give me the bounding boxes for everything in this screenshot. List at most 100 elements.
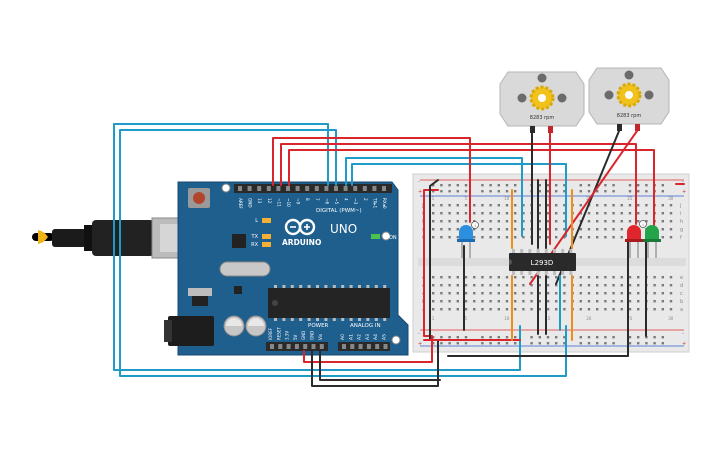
model-label: UNO <box>330 222 357 236</box>
wire-blue-3 <box>345 157 523 237</box>
bb-row-letter: c <box>680 291 683 297</box>
analog-pin[interactable] <box>366 344 371 349</box>
analog-pin[interactable] <box>383 344 388 349</box>
analog-pin[interactable] <box>375 344 380 349</box>
bb-col-number: 25 <box>627 316 633 321</box>
power-pin[interactable] <box>303 344 308 349</box>
led-blue[interactable]: i <box>457 221 479 259</box>
power-pin-label: 3.3V <box>285 331 290 340</box>
bb-col-number: 15 <box>545 196 551 201</box>
power-pin[interactable] <box>278 344 283 349</box>
digital-pin-label: GND <box>248 198 253 208</box>
bb-col-number: 10 <box>504 196 510 201</box>
bb-row-letter: e <box>680 275 683 281</box>
bb-row-letter: h <box>680 219 683 225</box>
bb-row-letter: g <box>680 227 683 233</box>
digital-pin[interactable] <box>305 186 310 191</box>
power-label: POWER <box>308 323 329 329</box>
bb-col-number: 20 <box>586 316 592 321</box>
analog-pin-label: A0 <box>340 334 346 340</box>
digital-pin-label: 13 <box>257 198 262 204</box>
analog-label: ANALOG IN <box>350 323 381 329</box>
wire-blue-2 <box>119 129 567 377</box>
power-pin[interactable] <box>319 344 324 349</box>
analog-pin-label: A3 <box>365 334 371 340</box>
digital-pin-label: ~6 <box>324 198 329 205</box>
motor-1-rpm: 8283 rpm <box>530 115 555 121</box>
digital-pin[interactable] <box>266 186 271 191</box>
bb-col-number: 5 <box>465 196 468 201</box>
power-pin-label: IOREF <box>268 327 273 340</box>
digital-pin-label: ~3 <box>353 198 358 205</box>
digital-pin[interactable] <box>238 186 242 191</box>
digital-pin-label: TX▸1 <box>372 197 377 209</box>
bb-col-number: 15 <box>545 316 551 321</box>
crystal <box>219 261 271 277</box>
digital-pin[interactable] <box>314 186 319 191</box>
rail-symbol: - <box>418 179 420 185</box>
usb-chip <box>232 234 246 248</box>
bb-row-letter: b <box>680 299 683 305</box>
l293d-ic[interactable]: L293D <box>509 249 576 275</box>
analog-pin[interactable] <box>350 344 355 349</box>
bb-row-letter: j <box>421 203 423 209</box>
wire-blue-4 <box>351 163 567 237</box>
bb-col-number: 30 <box>668 316 674 321</box>
digital-pin[interactable] <box>276 186 281 191</box>
led-red[interactable]: i <box>625 220 647 259</box>
digital-pin-label: 12 <box>267 198 272 204</box>
digital-pin[interactable] <box>353 186 358 191</box>
tx-led <box>262 234 271 239</box>
analog-pin-label: A5 <box>382 334 388 340</box>
digital-pin-label: 4 <box>344 198 349 201</box>
bb-row-letter: i <box>680 211 681 217</box>
analog-header[interactable] <box>338 342 390 351</box>
wire-rail-black-right <box>447 237 629 357</box>
digital-pin-label: 7 <box>315 198 320 201</box>
bb-row-letter: i <box>422 211 423 217</box>
bb-col-number: 1 <box>432 316 435 321</box>
dc-motor-1[interactable]: 8283 rpm <box>499 71 585 133</box>
rail-symbol: - <box>418 331 420 337</box>
digital-pin[interactable] <box>247 186 252 191</box>
digital-pin[interactable] <box>382 186 386 191</box>
digital-header[interactable] <box>234 184 392 193</box>
motor-2-rpm: 8283 rpm <box>617 113 642 119</box>
digital-pin-label: 8 <box>305 198 310 201</box>
digital-pin[interactable] <box>334 186 338 191</box>
wire-red-1 <box>272 137 471 223</box>
analog-pin[interactable] <box>358 344 363 349</box>
digital-pin[interactable] <box>295 186 300 191</box>
digital-pin-label: RX◂0 <box>382 198 387 209</box>
svg-text:i: i <box>642 222 643 227</box>
digital-pin[interactable] <box>362 186 367 191</box>
led-green[interactable] <box>643 225 661 258</box>
analog-pin-label: A2 <box>357 334 363 340</box>
analog-pin-label: A1 <box>348 334 354 340</box>
digital-pin[interactable] <box>324 186 329 191</box>
wire-vin-black <box>319 350 441 381</box>
power-pin[interactable] <box>286 344 291 349</box>
digital-pin-label: ~5 <box>334 198 339 205</box>
bb-col-number: 1 <box>432 196 435 201</box>
rail-symbol: + <box>682 189 686 195</box>
power-pin[interactable] <box>294 344 299 349</box>
analog-pin[interactable] <box>342 344 346 349</box>
digital-pin[interactable] <box>343 186 348 191</box>
digital-pin[interactable] <box>372 186 377 191</box>
power-jack[interactable] <box>168 316 214 346</box>
digital-pin[interactable] <box>257 186 262 191</box>
power-pin[interactable] <box>270 344 274 349</box>
dc-motor-2[interactable]: 8283 rpm <box>588 67 670 131</box>
bb-row-letter: j <box>679 203 681 209</box>
digital-pin-label: ~9 <box>296 198 301 205</box>
rail-symbol: - <box>682 179 684 185</box>
brand-label: ARDUINO <box>282 238 321 247</box>
power-pin[interactable] <box>311 344 316 349</box>
bb-col-number: 5 <box>465 316 468 321</box>
digital-pin[interactable] <box>286 186 290 191</box>
digital-pin-label: AREF <box>238 198 243 209</box>
rail-symbol: + <box>418 341 422 347</box>
arduino-logo <box>284 218 316 236</box>
